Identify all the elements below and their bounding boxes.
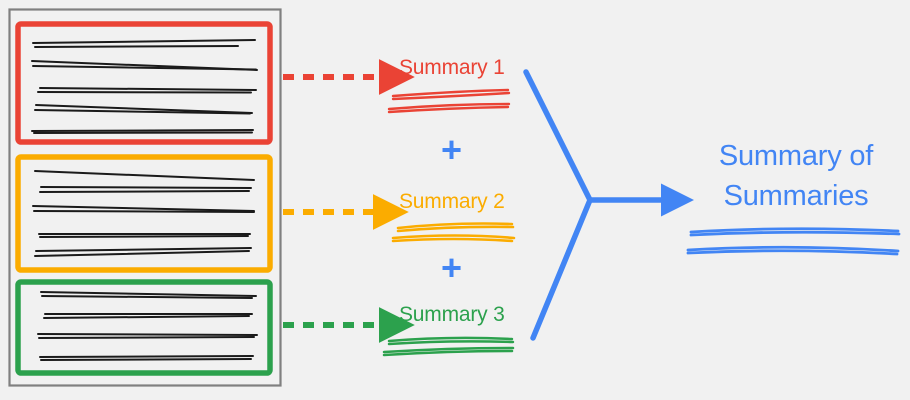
summary-1-label: Summary 1 (399, 56, 505, 79)
summary-1-squiggles (387, 88, 511, 114)
summary-3-label: Summary 3 (399, 303, 505, 326)
merge-branch-bottom (530, 197, 593, 341)
summary-2-label: Summary 2 (399, 190, 505, 213)
doc-group-orange-textlines (32, 170, 255, 257)
merge-connector (523, 69, 694, 341)
result-squiggles (686, 227, 901, 256)
doc-group-red (15, 21, 273, 145)
doc-group-red-textlines (31, 39, 258, 134)
doc-group-green-border (15, 279, 273, 376)
doc-group-red-border (15, 21, 273, 145)
merge-branch-top (523, 69, 593, 203)
summary-2-squiggles (391, 222, 516, 243)
summary-3-squiggles (382, 336, 515, 357)
doc-group-green (15, 279, 273, 376)
doc-group-orange-border (15, 154, 273, 273)
doc-group-green-textlines (37, 291, 258, 361)
source-documents-panel (8, 8, 282, 387)
plus-operator-2: + (441, 247, 463, 288)
summary-of-summaries-label: Summary of Summaries (718, 140, 874, 212)
plus-operator-1: + (441, 129, 463, 170)
doc-group-orange (15, 154, 273, 273)
